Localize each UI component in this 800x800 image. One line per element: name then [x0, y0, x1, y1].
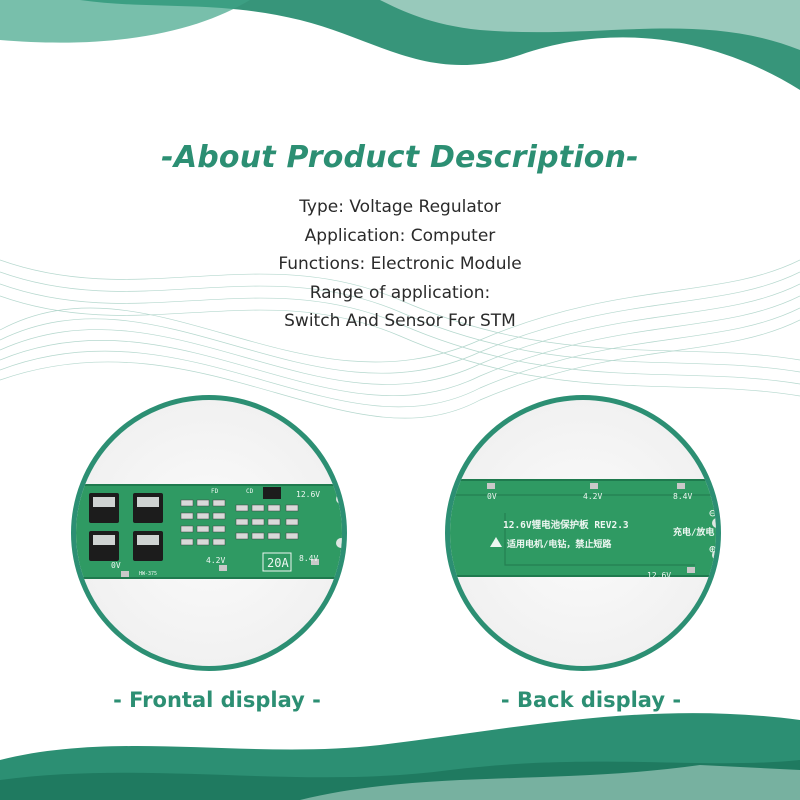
product-description: Type: Voltage Regulator Application: Com…: [0, 193, 800, 336]
front-display-caption: - Frontal display -: [113, 688, 321, 712]
description-line: Application: Computer: [304, 225, 496, 246]
back-board-title: 12.6V锂电池保护板 REV2.3: [503, 519, 629, 531]
back-charge-label: 充电/放电: [673, 526, 714, 538]
description-line: Type: Voltage Regulator: [299, 197, 501, 217]
front-pcb-illustration: 12.6V FD CD 0V 4.2V 8.4V 20A HW-375: [76, 484, 342, 579]
front-label-model: HW-375: [139, 571, 157, 577]
front-label-8-4v: 8.4V: [299, 554, 318, 563]
back-label-4-2v: 4.2V: [583, 492, 602, 501]
description-line: Range of application:: [309, 282, 491, 303]
minus-icon: ⊖: [709, 506, 716, 520]
description-line: Functions: Electronic Module: [278, 254, 522, 274]
plus-icon: ⊕: [709, 542, 716, 556]
front-label-fd: FD: [211, 488, 219, 495]
warning-icon: [490, 537, 502, 547]
back-label-8-4v: 8.4V: [673, 492, 692, 501]
back-display-caption: - Back display -: [500, 688, 682, 712]
front-label-4-2v: 4.2V: [206, 556, 225, 565]
back-label-12-6v: 12.6V: [647, 571, 671, 580]
back-display-photo: 0V 4.2V 8.4V 12.6V 12.6V锂电池保护板 REV2.3 适用…: [445, 395, 721, 671]
front-label-cd: CD: [246, 488, 254, 495]
back-usage-note: 适用电机/电钻，禁止短路: [507, 538, 612, 550]
front-label-20a: 20A: [267, 556, 289, 570]
front-label-12-6v: 12.6V: [296, 490, 320, 499]
back-label-0v: 0V: [487, 492, 497, 501]
front-display-photo: 12.6V FD CD 0V 4.2V 8.4V 20A HW-375: [71, 395, 347, 671]
back-pcb-illustration: 0V 4.2V 8.4V 12.6V 12.6V锂电池保护板 REV2.3 适用…: [450, 479, 716, 580]
front-label-0v: 0V: [111, 561, 121, 570]
description-line: Switch And Sensor For STM: [284, 311, 516, 331]
section-heading: -About Product Description-: [161, 140, 639, 175]
